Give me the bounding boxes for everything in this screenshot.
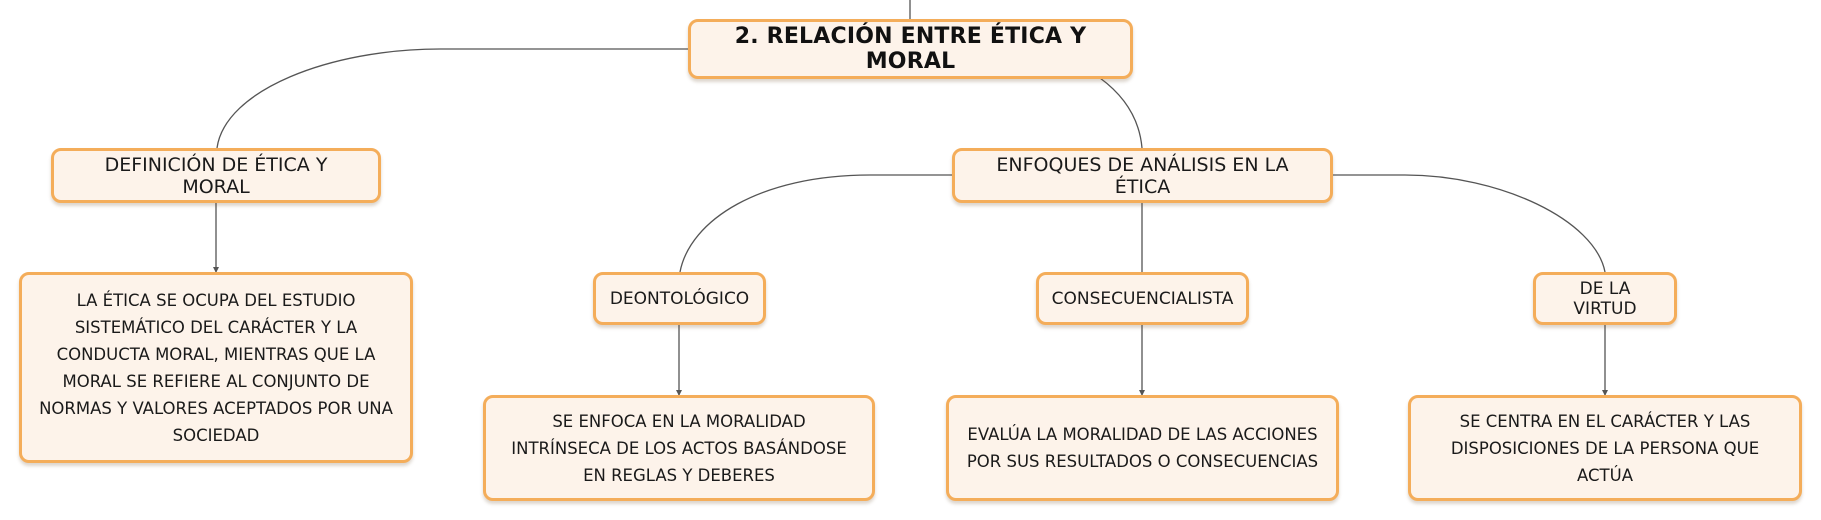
definicion-label: DEFINICIÓN DE ÉTICA Y MORAL (104, 153, 328, 198)
definicion-node[interactable]: DEFINICIÓN DE ÉTICA Y MORAL (51, 148, 381, 203)
consecuencialista-label: CONSECUENCIALISTA (1051, 288, 1234, 309)
virtud-node[interactable]: DE LA VIRTUD (1533, 272, 1677, 325)
enfoques-label: ENFOQUES DE ANÁLISIS EN LA ÉTICA (996, 153, 1289, 198)
connector-root-to-definicion (216, 48, 688, 149)
arrowhead-virtud (1602, 390, 1608, 396)
definicion-detail-node[interactable]: LA ÉTICA SE OCUPA DEL ESTUDIO SISTEMÁTIC… (19, 272, 413, 463)
consecuencialista-detail-text: EVALÚA LA MORALIDAD DE LAS ACCIONES POR … (966, 425, 1319, 471)
arrowhead-deontologico (676, 390, 682, 396)
deontologico-detail-text: SE ENFOCA EN LA MORALIDAD INTRÍNSECA DE … (511, 411, 847, 485)
definicion-detail-text: LA ÉTICA SE OCUPA DEL ESTUDIO SISTEMÁTIC… (39, 290, 393, 445)
connector-root-to-enfoques (1099, 77, 1143, 149)
arrowhead-consecuencialista (1139, 390, 1145, 396)
enfoques-node[interactable]: ENFOQUES DE ANÁLISIS EN LA ÉTICA (952, 148, 1333, 203)
deontologico-label: DEONTOLÓGICO (609, 288, 750, 309)
consecuencialista-detail-node[interactable]: EVALÚA LA MORALIDAD DE LAS ACCIONES POR … (946, 395, 1339, 501)
root-topic-label: 2. RELACIÓN ENTRE ÉTICA Y MORAL (734, 24, 1087, 74)
virtud-detail-node[interactable]: SE CENTRA EN EL CARÁCTER Y LAS DISPOSICI… (1408, 395, 1802, 501)
connector-enfoques-to-deontologico (679, 174, 952, 273)
deontologico-node[interactable]: DEONTOLÓGICO (593, 272, 766, 325)
virtud-label: DE LA VIRTUD (1573, 278, 1637, 319)
arrowhead-definicion (213, 267, 219, 273)
virtud-detail-text: SE CENTRA EN EL CARÁCTER Y LAS DISPOSICI… (1450, 411, 1760, 485)
root-topic-node[interactable]: 2. RELACIÓN ENTRE ÉTICA Y MORAL (688, 19, 1133, 79)
deontologico-detail-node[interactable]: SE ENFOCA EN LA MORALIDAD INTRÍNSECA DE … (483, 395, 875, 501)
consecuencialista-node[interactable]: CONSECUENCIALISTA (1036, 272, 1249, 325)
connector-enfoques-to-virtud (1333, 174, 1606, 273)
